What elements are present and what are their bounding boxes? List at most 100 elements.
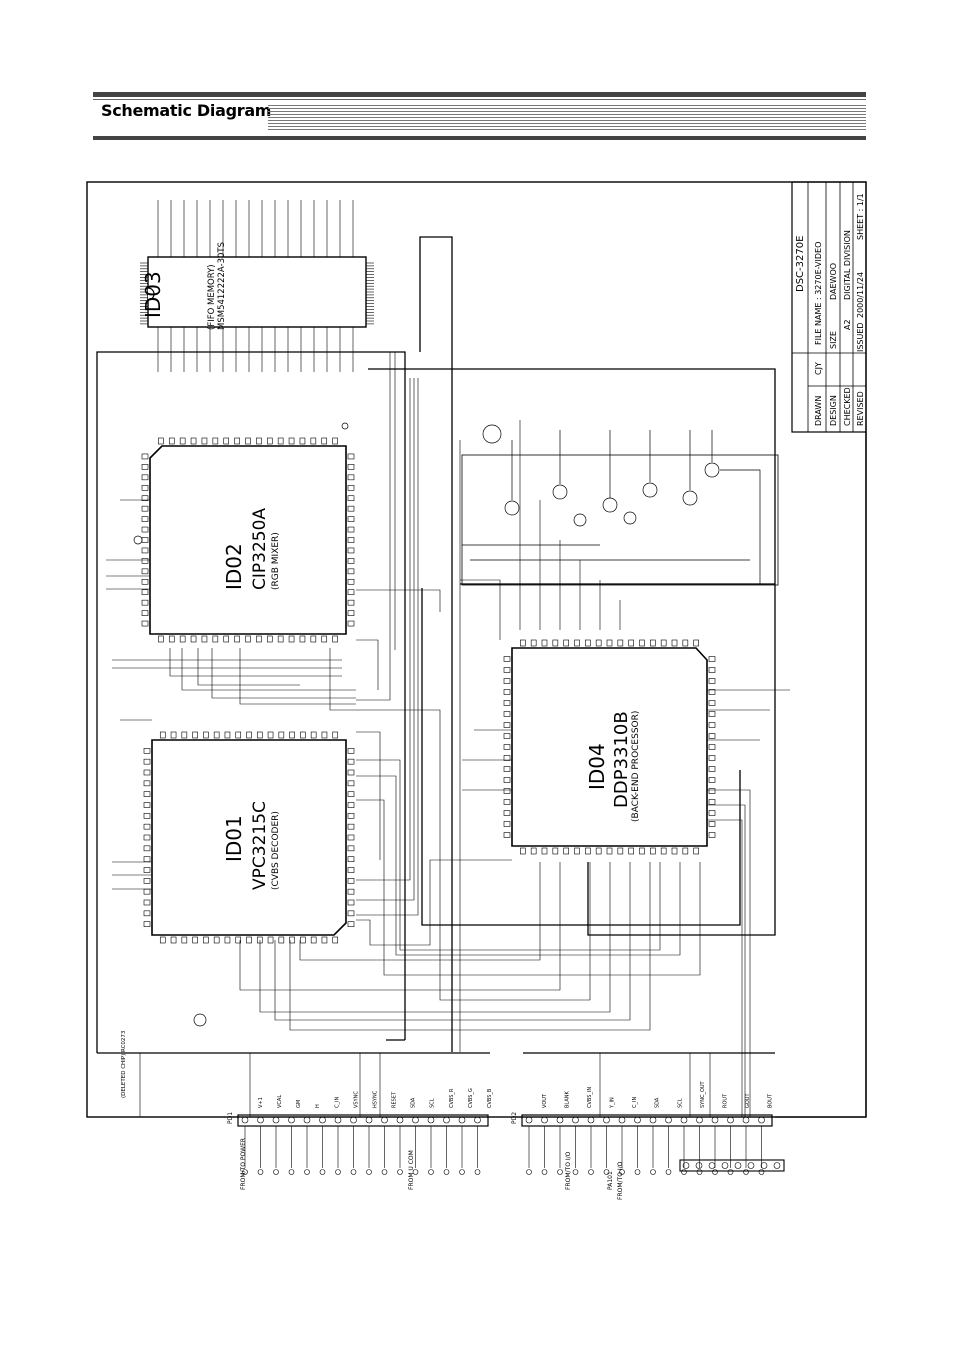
id01-pin-top xyxy=(256,731,263,739)
id02-pin-right xyxy=(347,495,355,502)
id04-pin-right xyxy=(708,722,716,728)
id02-pin-top xyxy=(212,437,219,445)
pa101-pin xyxy=(708,1162,716,1169)
id01-pin-top xyxy=(267,731,274,739)
id04-pin-bottom xyxy=(660,847,667,855)
connector-pd2: PD2 FROM/TO I/O PA101 FROM/TO I/O xyxy=(511,1112,785,1200)
pd1-note-ucom: FROM U COM xyxy=(408,1150,415,1190)
id02-pin-bottom xyxy=(288,635,295,643)
id04-pin-right xyxy=(708,733,716,739)
id01-pin-right xyxy=(347,910,355,917)
pa101-pin xyxy=(773,1162,781,1169)
id04-pin-bottom xyxy=(650,847,656,855)
pd1-terminal xyxy=(350,1169,357,1175)
id04-pin-top xyxy=(563,639,569,647)
id02-pin-top xyxy=(201,437,208,445)
id04-pin-left xyxy=(503,678,511,684)
id01-pin-bottom xyxy=(192,936,198,944)
id02-pin-right xyxy=(347,599,355,606)
page-title: Schematic Diagram xyxy=(101,101,272,120)
chip-id03: ID03 (FIFO MEMORY) MSM5412222A-30TS xyxy=(140,200,374,372)
pd2-ref: PD2 xyxy=(511,1112,518,1124)
id04-pin-left xyxy=(503,656,511,662)
id02-pin-right xyxy=(347,568,355,575)
pd2-pin-label: ROUT xyxy=(722,1093,728,1108)
pd1-terminal xyxy=(428,1169,434,1175)
id02-pin-right xyxy=(347,505,355,512)
id02-pin-left xyxy=(141,568,149,575)
id04-pin-top xyxy=(530,639,537,647)
chip-id01: ID01 VPC3215C (CVBS DECODER) xyxy=(143,731,355,944)
pd2-terminal xyxy=(588,1169,594,1175)
id02-pin-bottom xyxy=(201,635,208,643)
id04-pin-bottom xyxy=(574,847,580,855)
title-revised: REVISED xyxy=(856,391,865,426)
id01-pin-bottom xyxy=(267,936,274,944)
pd1-pin-label: C_IN xyxy=(334,1097,340,1108)
pd1-pin-label: VCAL xyxy=(277,1095,283,1108)
header-stripes xyxy=(268,105,866,132)
pd2-terminal xyxy=(603,1169,610,1175)
id01-pin-top xyxy=(192,731,198,739)
title-sheet: SHEET : 1/1 xyxy=(856,193,865,240)
pd2-pin xyxy=(572,1116,579,1124)
pd1-pin xyxy=(365,1116,373,1124)
id02-pin-bottom xyxy=(277,635,284,643)
id01-pin-left xyxy=(143,845,151,852)
title-file-name: FILE NAME : 3270E-VIDEO xyxy=(814,242,823,345)
pd1-pin-label: H xyxy=(315,1104,321,1108)
id02-pin-left xyxy=(141,495,149,502)
id04-pin-left xyxy=(503,755,511,761)
id01-pin-bottom xyxy=(321,936,328,944)
id02-pin-top xyxy=(168,437,175,445)
pd1-terminal xyxy=(412,1169,419,1175)
id02-pin-bottom xyxy=(299,635,306,643)
id02-pin-right xyxy=(347,547,355,554)
pd1-pin xyxy=(412,1116,419,1124)
id02-pin-left xyxy=(141,484,149,491)
pd2-terminal xyxy=(727,1169,734,1175)
id04-ref: ID04 xyxy=(585,743,609,790)
id04-pin-bottom xyxy=(639,847,645,855)
pd1-pin xyxy=(257,1116,264,1124)
pa101-pin xyxy=(695,1162,703,1169)
id04-pin-right xyxy=(708,810,716,816)
pd1-pin xyxy=(288,1116,295,1124)
id04-pin-bottom xyxy=(530,847,537,855)
id02-pin-left xyxy=(141,526,149,533)
pd1-pin xyxy=(396,1116,404,1124)
pd2-pin-label: SDA xyxy=(655,1097,661,1108)
id04-pin-left xyxy=(503,799,511,805)
id01-pin-left xyxy=(143,899,151,906)
pd1-pin-label: VSYNC xyxy=(353,1091,359,1108)
pd2-note-io: FROM/TO I/O xyxy=(565,1151,572,1190)
pd1-terminal xyxy=(304,1169,310,1175)
pd2-pin-label: VOUT xyxy=(542,1093,548,1108)
id02-pin-bottom xyxy=(223,635,230,643)
pd1-pin-label: RESET xyxy=(392,1091,398,1108)
pd2-pin xyxy=(634,1116,641,1124)
id02-pin-bottom xyxy=(266,635,273,643)
pd2-pin xyxy=(541,1116,548,1124)
title-size-label: SIZE xyxy=(829,331,838,349)
id04-pin-top xyxy=(574,639,580,647)
pd1-pin xyxy=(427,1116,435,1124)
pd2-terminal xyxy=(696,1169,703,1175)
id04-pin-bottom xyxy=(671,847,678,855)
id02-pin-top xyxy=(266,437,273,445)
id04-pin-bottom xyxy=(541,847,548,855)
pd2-pin-label: SCL xyxy=(677,1098,683,1108)
pd1-pin-label: CVBS_G xyxy=(468,1088,474,1108)
id03-part: MSM5412222A-30TS xyxy=(217,242,227,330)
deleted-chip-note: (DELETED CHIP) RC0273 xyxy=(121,1030,127,1098)
id04-pin-bottom xyxy=(682,847,689,855)
pd1-terminal xyxy=(474,1169,481,1175)
header-thin-rule xyxy=(93,99,866,100)
id01-pin-right xyxy=(347,845,355,852)
pd2-pin-label: C_IN xyxy=(632,1097,638,1108)
id02-pin-top xyxy=(256,437,262,445)
id02-pin-left xyxy=(141,474,149,481)
id01-pin-right xyxy=(347,921,355,927)
id02-pin-left xyxy=(141,599,149,606)
